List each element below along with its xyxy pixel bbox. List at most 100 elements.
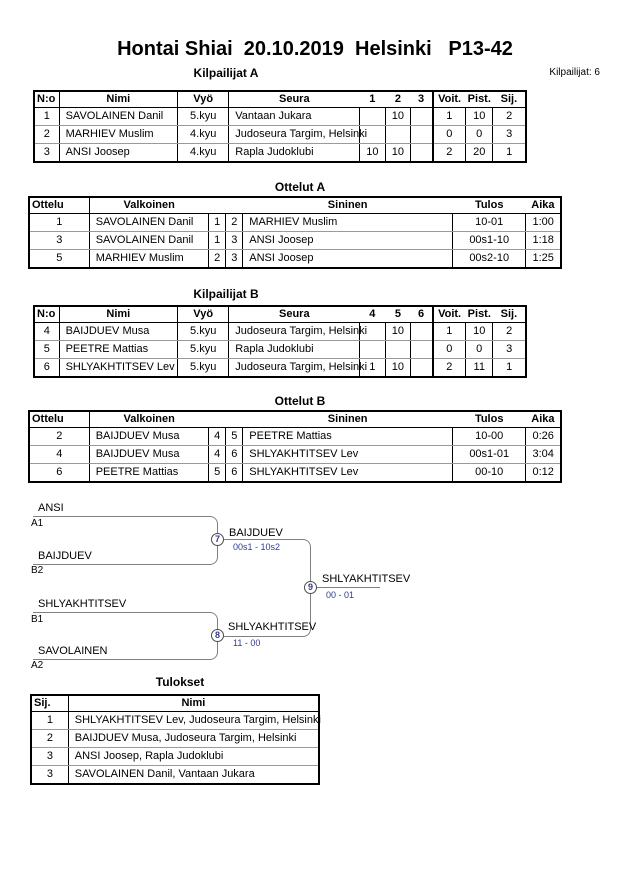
match7-score: 00s1 - 10s2	[233, 542, 281, 552]
table-row: 1 SHLYAKHTITSEV Lev, Judoseura Targim, H…	[31, 711, 321, 730]
cell-sininen: ANSI Joosep	[242, 249, 454, 268]
cell-sininen: ANSI Joosep	[242, 231, 454, 250]
cell-m1	[359, 107, 386, 126]
col-header-tulos: Tulos	[452, 197, 526, 214]
cell-valkoinen: MARHIEV Muslim	[89, 249, 210, 268]
cell-seura: Rapla Judoklubi	[228, 143, 360, 162]
cell-voit: 1	[431, 322, 467, 341]
section-title-ottelut-b: Ottelut B	[274, 394, 326, 408]
section-title-ottelut-a: Ottelut A	[274, 180, 326, 194]
cell-sno: 3	[225, 249, 244, 268]
cell-m1	[359, 125, 386, 144]
cell-nimi: SAVOLAINEN Danil	[59, 107, 179, 126]
seura-text: Vantaan Jukara	[235, 110, 312, 122]
header-row: Sij. Nimi	[31, 695, 319, 712]
table-row: 3 SAVOLAINEN Danil 1 3 ANSI Joosep 00s1-…	[29, 231, 561, 250]
col-header-no: N:o	[34, 306, 60, 323]
cell-seura: Rapla Judoklubi	[228, 340, 360, 359]
cell-valkoinen: BAIJDUEV Musa	[89, 427, 210, 446]
cell-seura: Judoseura Targim, Helsinki	[228, 125, 367, 144]
table-row: 2 MARHIEV Muslim 4.kyu Judoseura Targim,…	[34, 125, 526, 144]
cell-nimi: SHLYAKHTITSEV Lev	[59, 358, 179, 377]
col-header-empty	[225, 411, 243, 428]
cell-m1: 1	[359, 358, 386, 377]
cell-no: 2	[34, 125, 60, 144]
cell-vno: 1	[208, 213, 227, 232]
section-title-kilpailijat-b: Kilpailijat B	[193, 287, 259, 301]
col-header-m5: 5	[385, 306, 411, 323]
col-header-ottelu: Ottelu	[29, 411, 90, 428]
col-header-m6: 6	[410, 306, 433, 323]
cell-ottelu: 3	[29, 231, 90, 250]
cell-sij: 3	[31, 747, 69, 766]
cell-voit: 0	[431, 340, 467, 359]
match7-number-badge: 7	[211, 533, 224, 546]
cell-tulos: 10-01	[452, 213, 527, 232]
cell-no: 1	[34, 107, 60, 126]
col-header-aika: Aika	[525, 411, 561, 428]
col-header-sininen: Sininen	[242, 197, 453, 214]
cell-sininen: PEETRE Mattias	[242, 427, 454, 446]
cell-sininen: MARHIEV Muslim	[242, 213, 454, 232]
cell-vno: 2	[208, 249, 227, 268]
col-header-sij: Sij.	[492, 306, 526, 323]
table-row: 6 SHLYAKHTITSEV Lev 5.kyu Judoseura Targ…	[34, 358, 526, 377]
cell-m2	[385, 125, 411, 144]
col-header-nimi: Nimi	[68, 695, 319, 712]
cell-m2: 10	[385, 143, 411, 162]
cell-sno: 6	[225, 463, 244, 482]
cell-seura: Judoseura Targim, Helsinki	[228, 322, 367, 341]
cell-valkoinen: BAIJDUEV Musa	[89, 445, 210, 464]
cell-no: 3	[34, 143, 60, 162]
col-header-sij: Sij.	[492, 91, 526, 108]
cell-sij: 2	[31, 729, 69, 748]
cell-pist: 10	[465, 107, 494, 126]
cell-valkoinen: SAVOLAINEN Danil	[89, 231, 210, 250]
cell-pist: 20	[465, 143, 494, 162]
table-row: 5 PEETRE Mattias 5.kyu Rapla Judoklubi 0…	[34, 340, 526, 359]
cell-sno: 3	[225, 231, 244, 250]
cell-aika: 3:04	[525, 445, 561, 464]
cell-vno: 4	[208, 427, 227, 446]
header-row: N:o Nimi Vyö Seura 1 2 3 Voit. Pist. Sij…	[34, 91, 526, 108]
cell-nimi: MARHIEV Muslim	[59, 125, 179, 144]
cell-vno: 4	[208, 445, 227, 464]
cell-tulos: 00s1-01	[452, 445, 527, 464]
cell-m2: 10	[385, 322, 411, 341]
cell-sininen: SHLYAKHTITSEV Lev	[242, 445, 454, 464]
cell-voit: 2	[431, 358, 467, 377]
col-header-valkoinen: Valkoinen	[89, 411, 209, 428]
cell-ottelu: 1	[29, 213, 90, 232]
table-row: 2 BAIJDUEV Musa, Judoseura Targim, Helsi…	[31, 729, 319, 748]
cell-aika: 0:26	[525, 427, 561, 446]
table-row: 3 ANSI Joosep, Rapla Judoklubi	[31, 747, 319, 766]
cell-seura: Judoseura Targim, Helsinki	[228, 358, 367, 377]
bracket-slot1-name: ANSI	[38, 502, 64, 514]
col-header-pist: Pist.	[465, 306, 493, 323]
competitors-count: Kilpailijat: 6	[549, 67, 600, 78]
cell-voit: 1	[431, 107, 467, 126]
cell-voit: 0	[431, 125, 467, 144]
match8-score: 11 - 00	[233, 638, 261, 648]
col-header-ottelu: Ottelu	[29, 197, 90, 214]
match9-score: 00 - 01	[326, 590, 355, 600]
table-row: 2 BAIJDUEV Musa 4 5 PEETRE Mattias 10-00…	[29, 427, 561, 446]
col-header-sininen: Sininen	[242, 411, 453, 428]
cell-nimi: BAIJDUEV Musa, Judoseura Targim, Helsink…	[68, 729, 319, 748]
cell-m3	[410, 340, 434, 359]
cell-voit: 2	[431, 143, 467, 162]
col-header-voit: Voit.	[431, 91, 466, 108]
cell-sno: 2	[225, 213, 244, 232]
col-header-sij: Sij.	[31, 695, 69, 712]
cell-sij: 1	[31, 711, 69, 730]
cell-sij: 2	[492, 322, 526, 341]
col-header-seura: Seura	[228, 91, 360, 108]
cell-ottelu: 4	[29, 445, 90, 464]
seura-text: Judoseura Targim, Helsinki	[235, 325, 368, 337]
cell-sno: 5	[225, 427, 244, 446]
seura-text: Rapla Judoklubi	[235, 343, 314, 355]
bracket-slot2-name: BAIJDUEV	[38, 550, 92, 562]
header-row: N:o Nimi Vyö Seura 4 5 6 Voit. Pist. Sij…	[34, 306, 526, 323]
cell-vyo: 5.kyu	[177, 340, 230, 359]
